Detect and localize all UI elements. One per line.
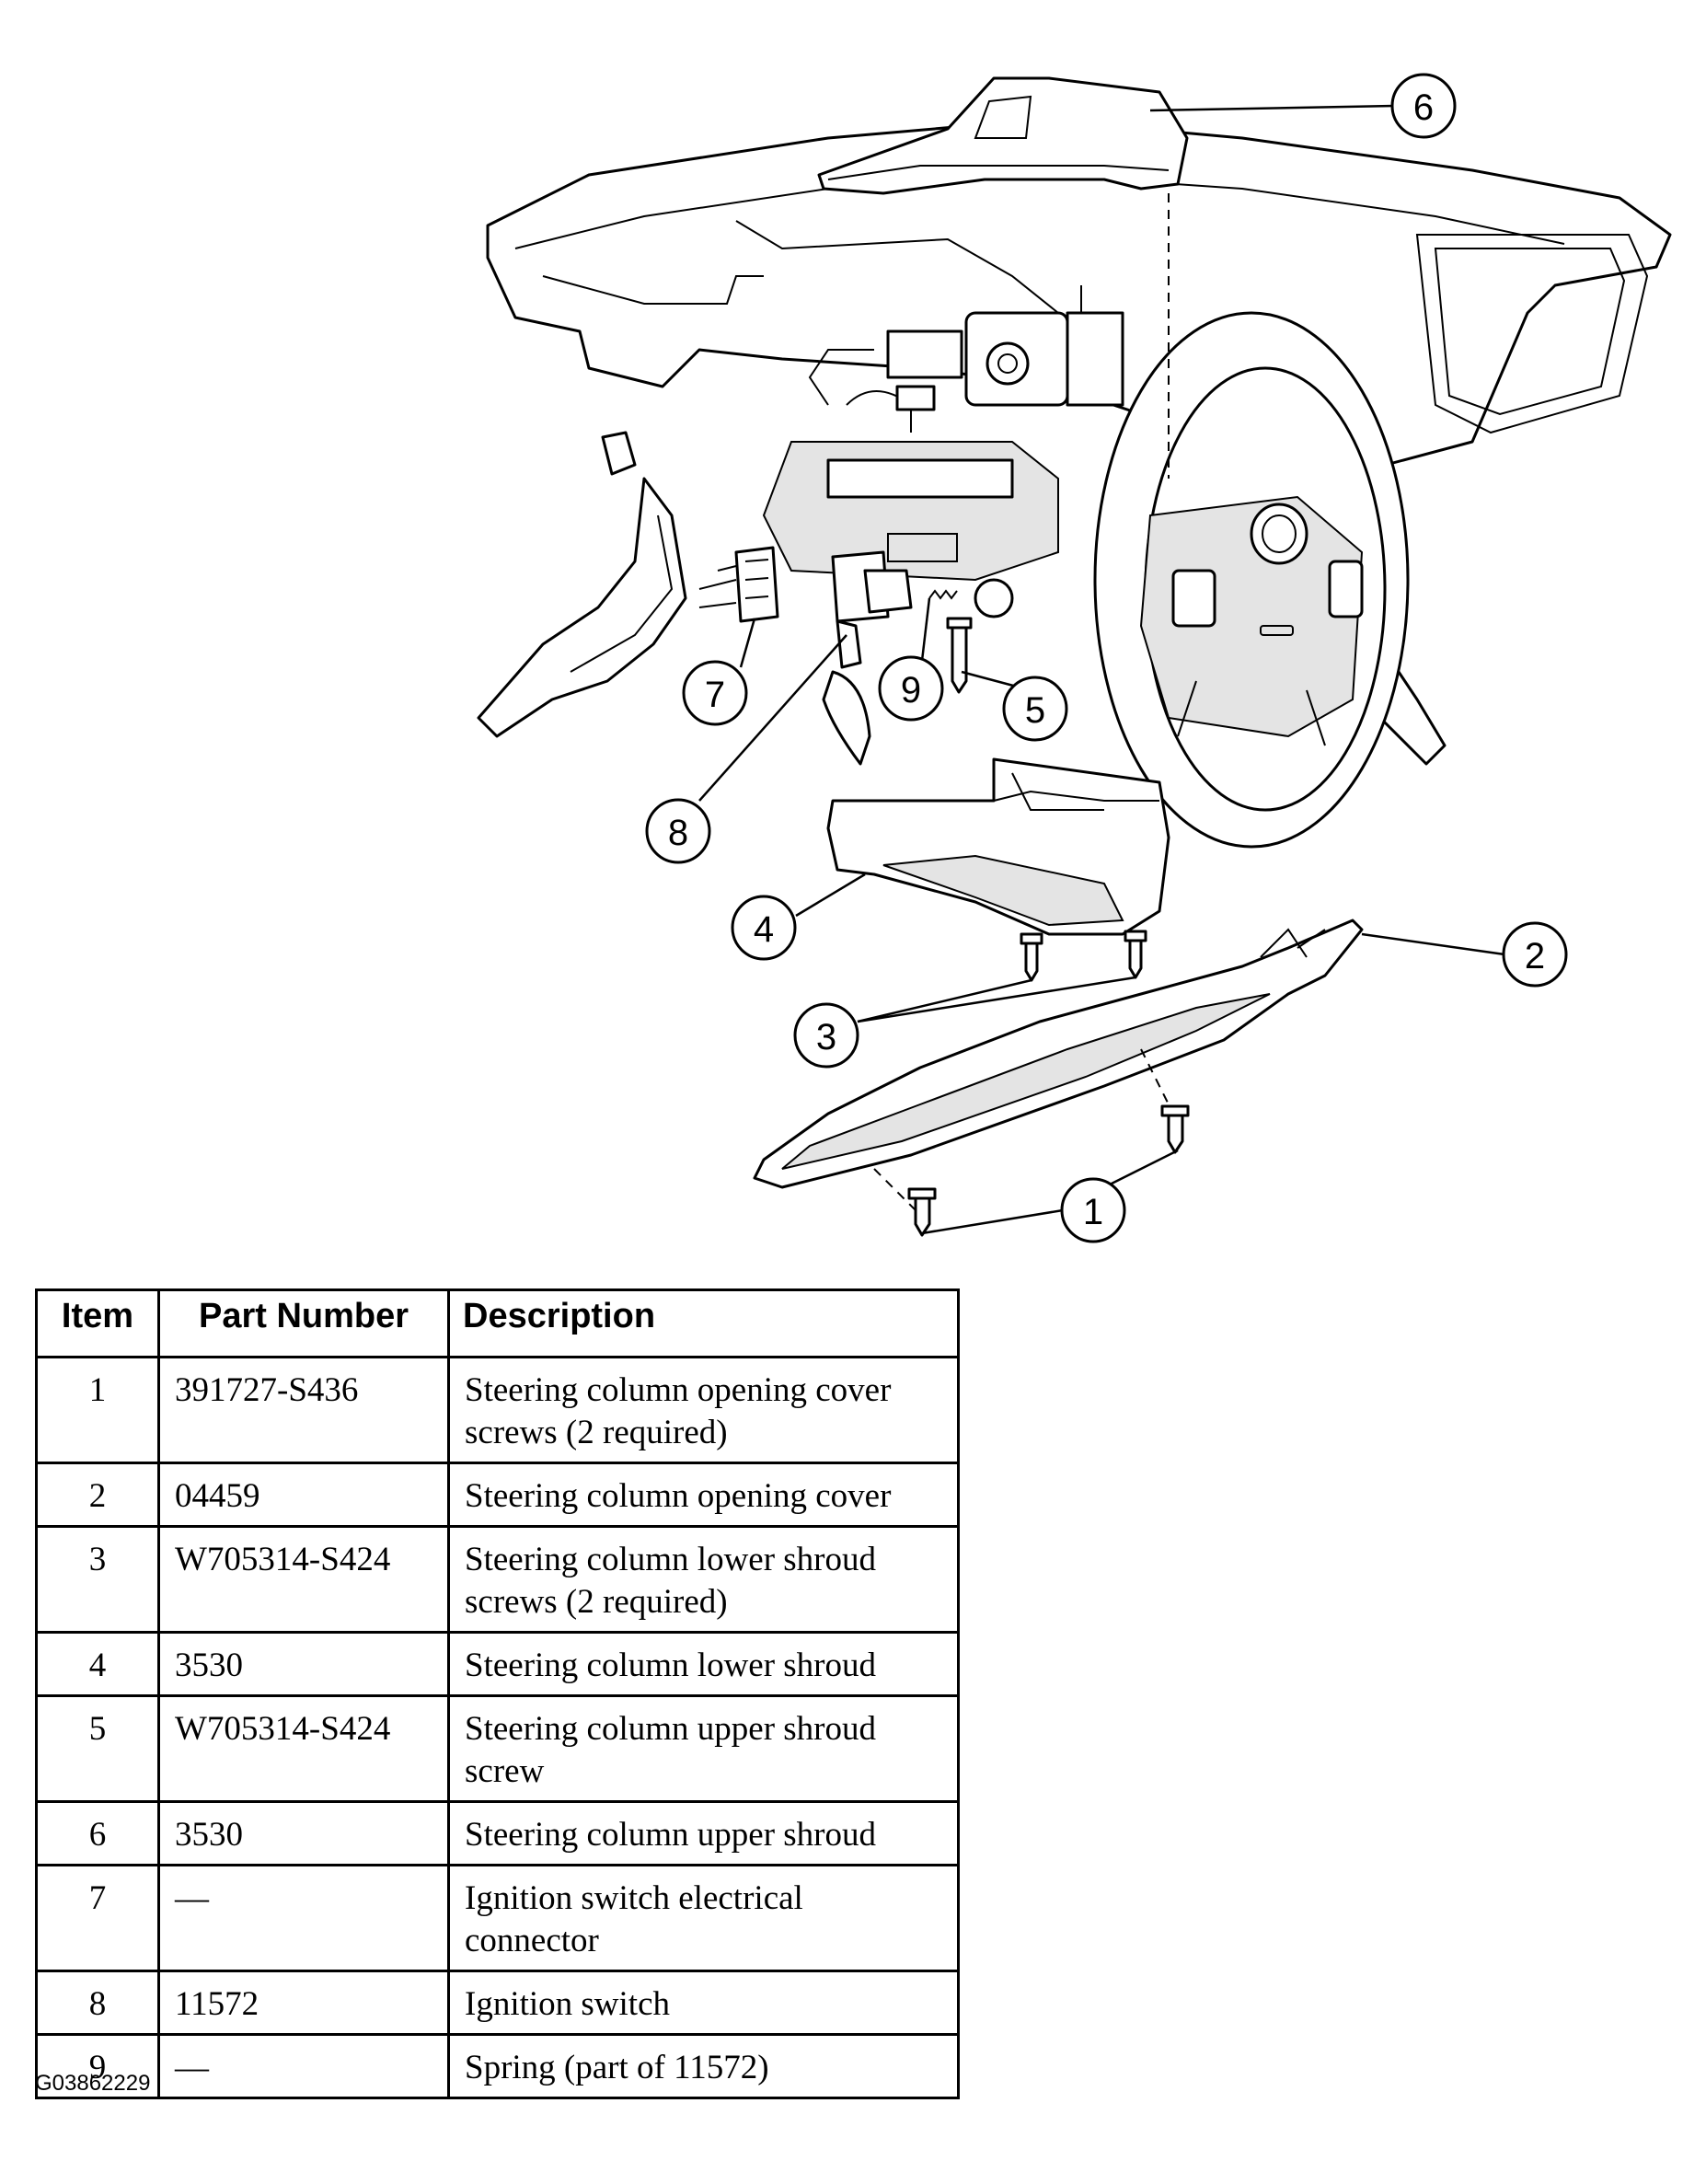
callout-3: 3 [793, 1002, 859, 1069]
instrument-panel [477, 118, 1672, 766]
table-header-row: Item Part Number Description [35, 1288, 960, 1358]
cell-description: Steering column lower shroud screws (2 r… [447, 1525, 960, 1634]
steering-wheel [1093, 311, 1410, 849]
upper-shroud [817, 76, 1189, 479]
cell-description: Steering column upper shroud [447, 1800, 960, 1866]
table-row: 4 3530 Steering column lower shroud [35, 1631, 960, 1697]
callout-8: 8 [645, 798, 711, 864]
callout-2: 2 [1502, 921, 1568, 988]
table-row: 3 W705314-S424 Steering column lower shr… [35, 1525, 960, 1634]
cell-item: 1 [35, 1356, 160, 1464]
callout-9: 9 [878, 655, 944, 722]
table-row: 9 — Spring (part of 11572) [35, 2033, 960, 2099]
callout-6: 6 [1390, 73, 1457, 139]
svg-text:5: 5 [1025, 690, 1045, 731]
callout-5: 5 [1002, 676, 1068, 742]
table-row: 8 11572 Ignition switch [35, 1970, 960, 2036]
svg-text:8: 8 [668, 813, 688, 853]
cell-description: Steering column lower shroud [447, 1631, 960, 1697]
table-row: 5 W705314-S424 Steering column upper shr… [35, 1694, 960, 1803]
figure-code: G03862229 [35, 2071, 151, 2096]
cell-part-number: 3530 [157, 1631, 450, 1697]
svg-text:4: 4 [754, 909, 774, 950]
cell-part-number: — [157, 1864, 450, 1972]
lower-shroud-screws [1020, 930, 1147, 982]
upper-shroud-screw [946, 617, 973, 694]
cell-part-number: 3530 [157, 1800, 450, 1866]
svg-text:3: 3 [816, 1017, 836, 1057]
header-description: Description [447, 1288, 960, 1358]
steering-column-internals [762, 285, 1124, 582]
cell-description: Ignition switch electrical connector [447, 1864, 960, 1972]
cell-description: Steering column opening cover screws (2 … [447, 1356, 960, 1464]
table-row: 7 — Ignition switch electrical connector [35, 1864, 960, 1972]
cell-description: Ignition switch [447, 1970, 960, 2036]
svg-text:1: 1 [1083, 1192, 1103, 1232]
cell-item: 2 [35, 1462, 160, 1528]
cell-part-number: 04459 [157, 1462, 450, 1528]
cell-part-number: 11572 [157, 1970, 450, 2036]
table-row: 6 3530 Steering column upper shroud [35, 1800, 960, 1866]
cell-part-number: 391727-S436 [157, 1356, 450, 1464]
header-item: Item [35, 1288, 160, 1358]
cell-item: 4 [35, 1631, 160, 1697]
table-row: 2 04459 Steering column opening cover [35, 1462, 960, 1528]
header-part-number: Part Number [157, 1288, 450, 1358]
svg-text:6: 6 [1413, 87, 1434, 128]
cell-description: Steering column opening cover [447, 1462, 960, 1528]
callout-1: 1 [1060, 1177, 1126, 1243]
cell-item: 7 [35, 1864, 160, 1972]
lower-shroud [826, 757, 1170, 936]
table-row: 1 391727-S436 Steering column opening co… [35, 1356, 960, 1464]
cell-part-number: W705314-S424 [157, 1525, 450, 1634]
cell-item: 5 [35, 1694, 160, 1803]
cell-item: 9 [35, 2033, 160, 2099]
cell-description: Spring (part of 11572) [447, 2033, 960, 2099]
ignition-switch-group [698, 546, 1014, 766]
svg-text:9: 9 [901, 670, 921, 711]
opening-cover-screws [907, 1104, 1190, 1237]
exploded-view-diagram: 1 2 3 4 5 6 7 8 9 [477, 73, 1672, 1243]
cell-item: 6 [35, 1800, 160, 1866]
callout-7: 7 [682, 660, 748, 726]
svg-text:2: 2 [1525, 936, 1545, 976]
cell-part-number: — [157, 2033, 450, 2099]
cell-item: 3 [35, 1525, 160, 1634]
cell-item: 8 [35, 1970, 160, 2036]
parts-table: Item Part Number Description 1 391727-S4… [35, 1288, 960, 2099]
cell-part-number: W705314-S424 [157, 1694, 450, 1803]
svg-text:7: 7 [705, 675, 725, 715]
callout-4: 4 [731, 895, 797, 961]
steering-column-opening-cover [753, 919, 1364, 1216]
cell-description: Steering column upper shroud screw [447, 1694, 960, 1803]
